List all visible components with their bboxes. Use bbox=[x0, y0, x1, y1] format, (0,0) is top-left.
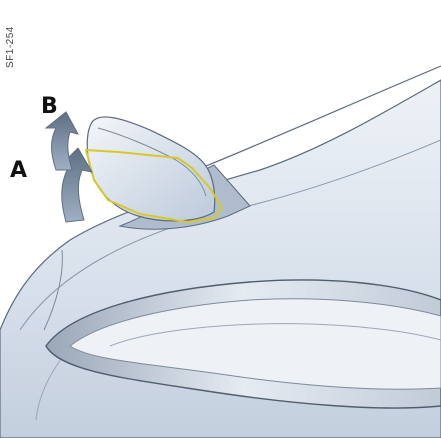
rear-spoiler bbox=[87, 117, 215, 221]
callout-a: A bbox=[10, 160, 27, 182]
callout-b: B bbox=[41, 96, 58, 118]
figure-code: SF1-254 bbox=[5, 26, 16, 68]
